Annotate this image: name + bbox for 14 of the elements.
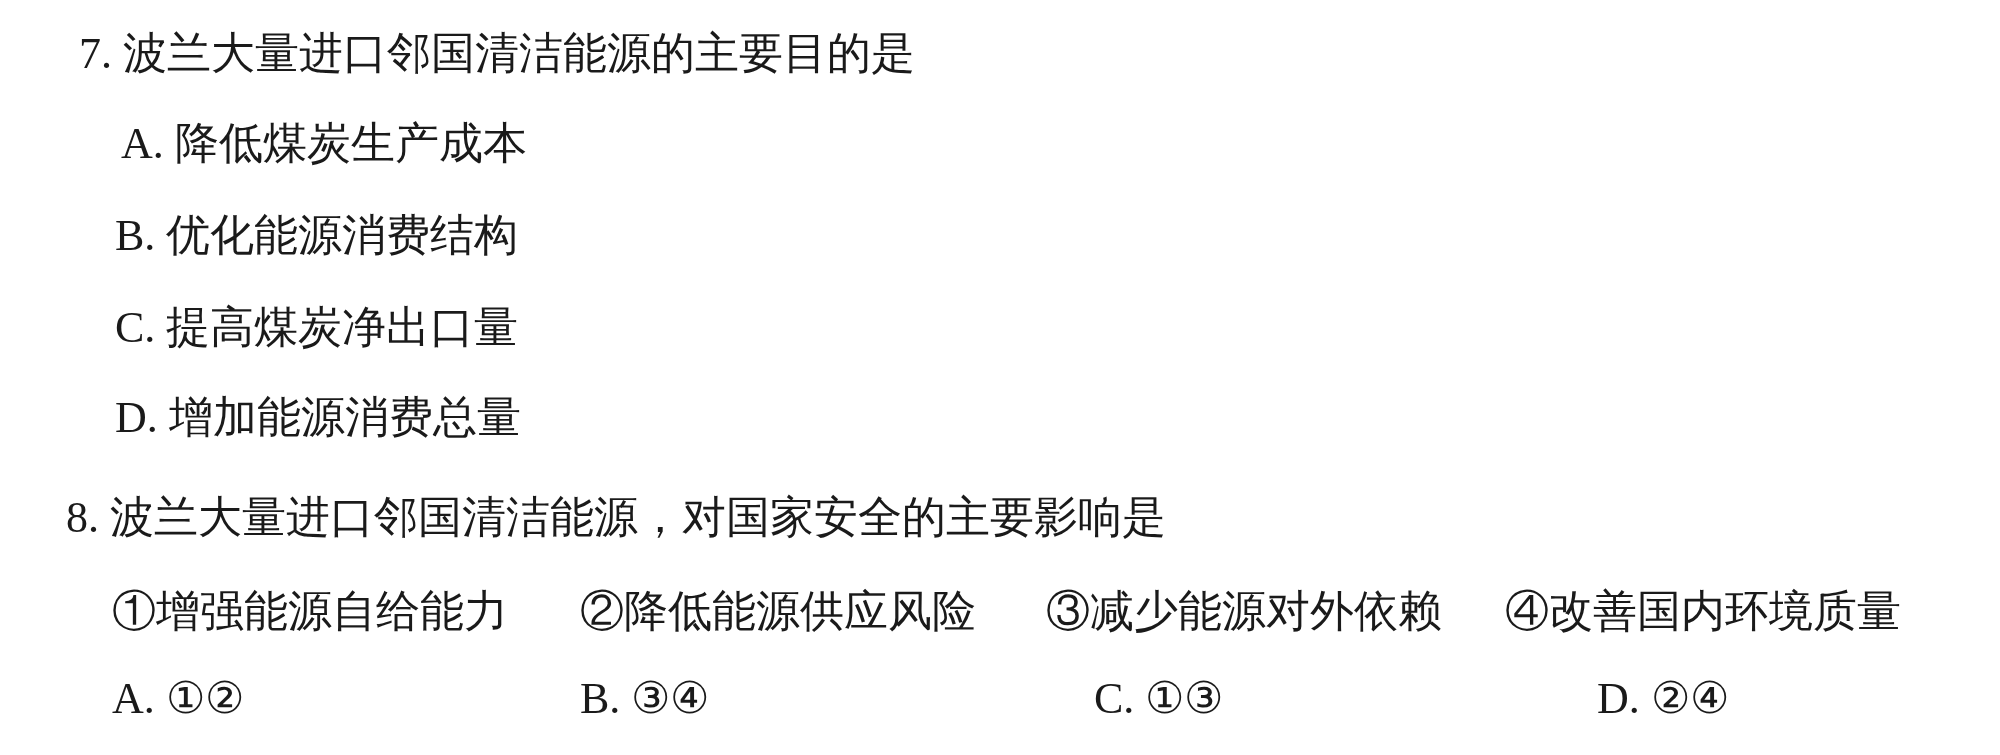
statement-option: ②降低能源供应风险 bbox=[580, 586, 976, 638]
statement-option: ④改善国内环境质量 bbox=[1505, 586, 1901, 638]
answer-option: B. ③④ bbox=[580, 673, 710, 725]
answer-option: A. ①② bbox=[112, 673, 244, 725]
question-text: 7. 波兰大量进口邻国清洁能源的主要目的是 bbox=[79, 28, 915, 80]
answer-option: B. 优化能源消费结构 bbox=[115, 210, 519, 262]
question-text: 8. 波兰大量进口邻国清洁能源，对国家安全的主要影响是 bbox=[66, 492, 1166, 544]
answer-option: A. 降低煤炭生产成本 bbox=[121, 118, 527, 170]
answer-option: D. ②④ bbox=[1597, 673, 1729, 725]
answer-option: D. 增加能源消费总量 bbox=[115, 392, 521, 444]
answer-option: C. 提高煤炭净出口量 bbox=[115, 302, 519, 354]
statement-option: ③减少能源对外依赖 bbox=[1046, 586, 1442, 638]
statement-option: ①增强能源自给能力 bbox=[112, 586, 508, 638]
answer-option: C. ①③ bbox=[1094, 673, 1224, 725]
